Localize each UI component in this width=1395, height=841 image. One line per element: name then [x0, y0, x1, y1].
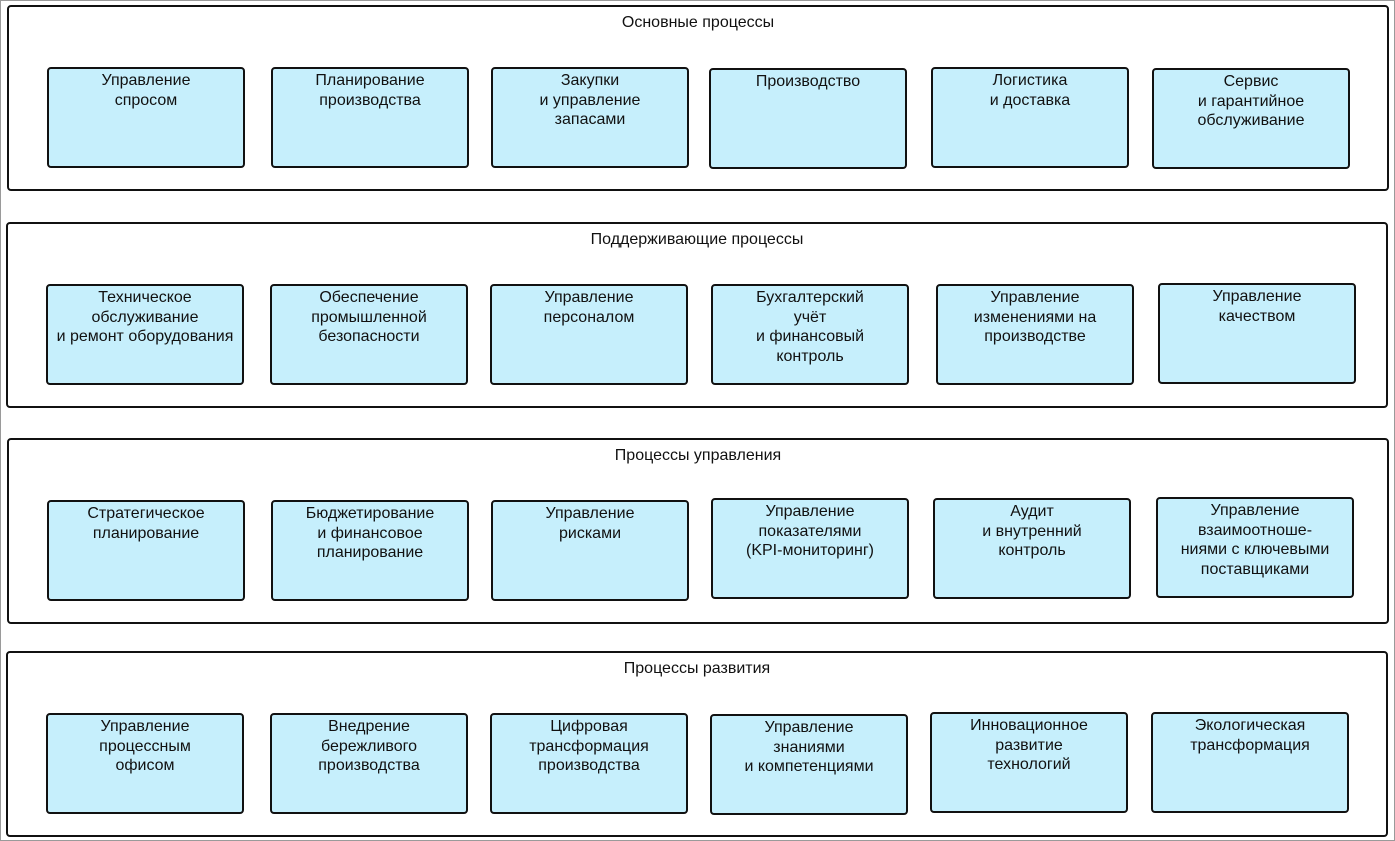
- group-development-processes: Процессы развития Управление процессным …: [6, 651, 1388, 837]
- process-box: Аудит и внутренний контроль: [933, 498, 1131, 599]
- process-box: Управление спросом: [47, 67, 245, 168]
- process-box: Управление процессным офисом: [46, 713, 244, 814]
- group-title: Поддерживающие процессы: [590, 231, 804, 248]
- process-box: Бюджетирование и финансовое планирование: [271, 500, 469, 601]
- process-box: Техническое обслуживание и ремонт оборуд…: [46, 284, 244, 385]
- process-box: Логистика и доставка: [931, 67, 1129, 168]
- process-box: Сервис и гарантийное обслуживание: [1152, 68, 1350, 169]
- process-box: Инновационное развитие технологий: [930, 712, 1128, 813]
- process-box: Управление изменениями на производстве: [936, 284, 1134, 385]
- process-box: Экологическая трансформация: [1151, 712, 1349, 813]
- group-core-processes: Основные процессы Управление спросом Пла…: [7, 5, 1389, 191]
- process-box: Производство: [709, 68, 907, 169]
- process-box: Управление взаимоотноше- ниями с ключевы…: [1156, 497, 1354, 598]
- group-title: Основные процессы: [621, 14, 775, 31]
- process-box: Управление знаниями и компетенциями: [710, 714, 908, 815]
- group-title: Процессы развития: [623, 660, 771, 677]
- process-box: Стратегическое планирование: [47, 500, 245, 601]
- process-box: Внедрение бережливого производства: [270, 713, 468, 814]
- process-box: Управление показателями (KPI-мониторинг): [711, 498, 909, 599]
- group-management-processes: Процессы управления Стратегическое плани…: [7, 438, 1389, 624]
- process-box: Управление персоналом: [490, 284, 688, 385]
- process-box: Обеспечение промышленной безопасности: [270, 284, 468, 385]
- process-box: Управление рисками: [491, 500, 689, 601]
- process-box: Закупки и управление запасами: [491, 67, 689, 168]
- group-title: Процессы управления: [614, 447, 782, 464]
- group-supporting-processes: Поддерживающие процессы Техническое обсл…: [6, 222, 1388, 408]
- process-box: Бухгалтерский учёт и финансовый контроль: [711, 284, 909, 385]
- process-box: Цифровая трансформация производства: [490, 713, 688, 814]
- process-box: Планирование производства: [271, 67, 469, 168]
- process-box: Управление качеством: [1158, 283, 1356, 384]
